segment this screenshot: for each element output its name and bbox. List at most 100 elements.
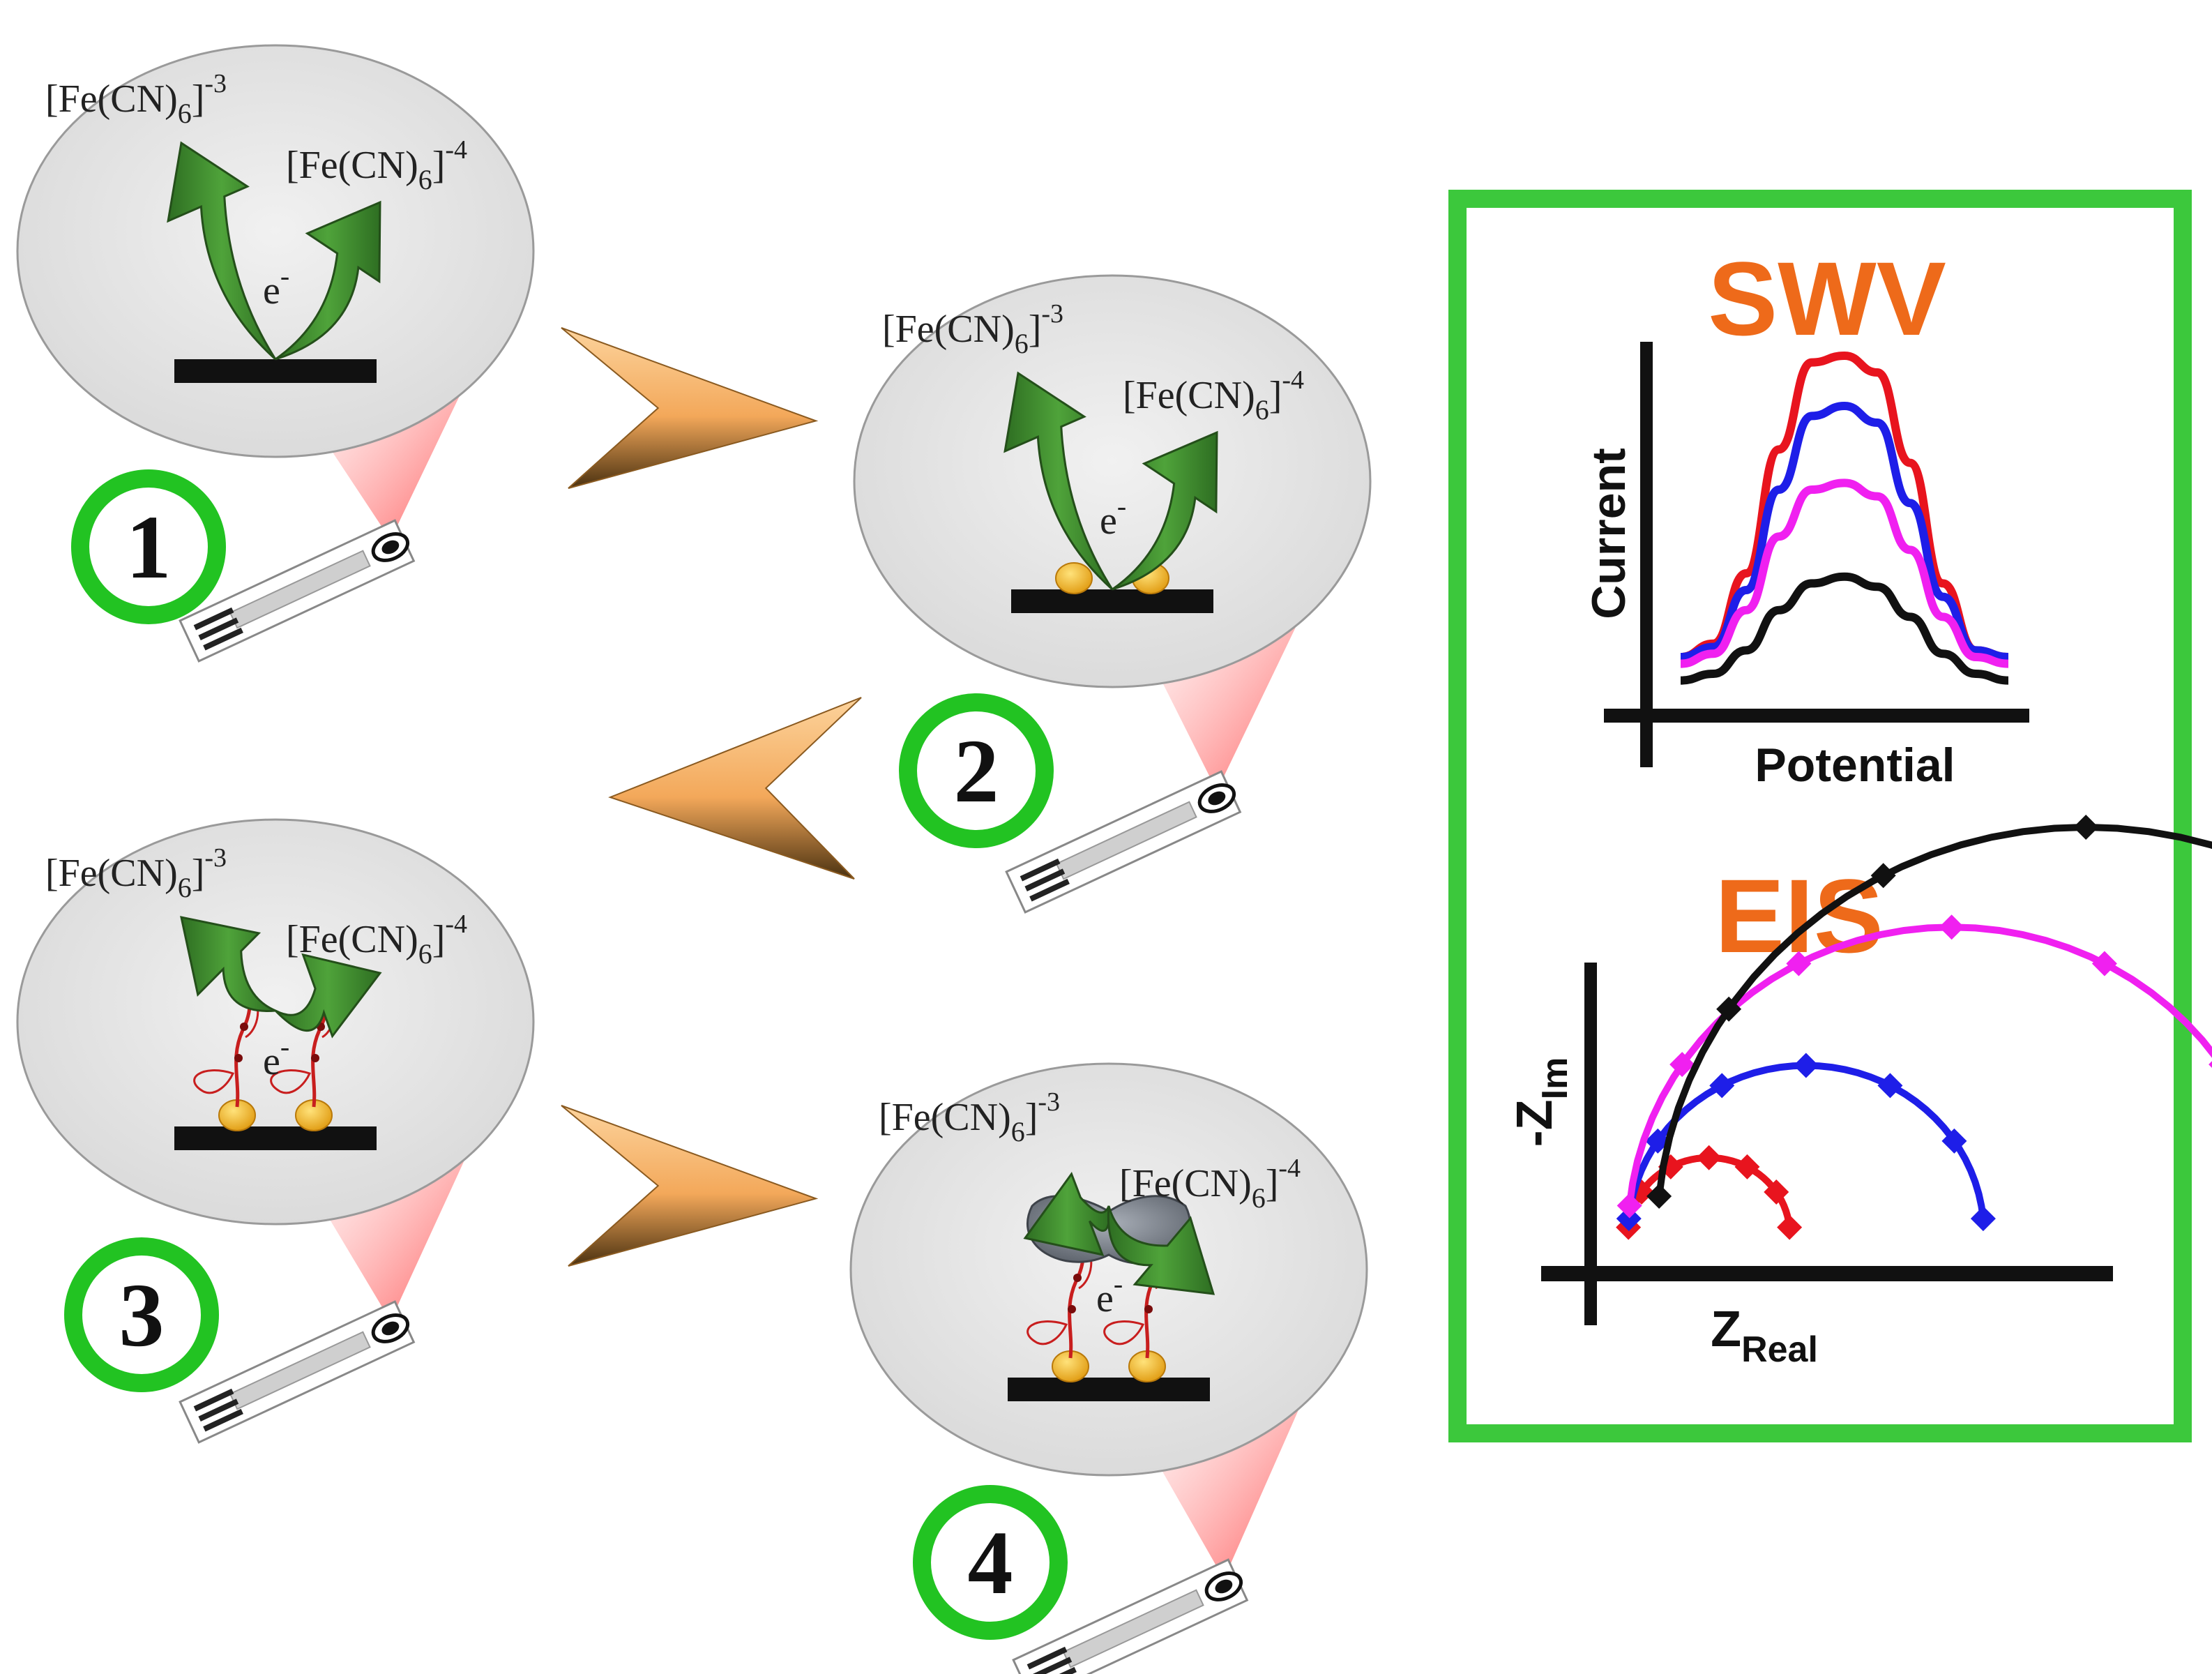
probe-loop xyxy=(270,1069,312,1094)
probe-loop xyxy=(1027,1320,1068,1345)
electrode-contact xyxy=(1036,1666,1077,1674)
flow-arrow-shape xyxy=(608,697,862,880)
eis-marker xyxy=(2091,951,2117,976)
ferricyanide-label: [Fe(CN)6]-3 xyxy=(879,1087,1060,1147)
reduction-arrow xyxy=(1112,430,1218,591)
probe-node xyxy=(1144,1305,1153,1313)
step-ring xyxy=(71,469,226,624)
step-1: e-[Fe(CN)6]-3[Fe(CN)6]-41 xyxy=(16,44,535,663)
step-ring xyxy=(899,693,1054,848)
electron-label: e- xyxy=(263,1031,289,1083)
gold-nanoparticle xyxy=(1055,562,1093,594)
electrode-contact xyxy=(1027,1646,1068,1670)
probe-node xyxy=(240,1023,248,1031)
flow-arrow-1-to-2 xyxy=(561,327,819,489)
flow-arrow-shape xyxy=(561,1105,819,1267)
eis-marker xyxy=(2209,1061,2212,1068)
eis-x-axis xyxy=(1541,1266,2113,1281)
electron-label: e- xyxy=(263,260,289,312)
reduction-arrow xyxy=(1107,1205,1215,1295)
ferricyanide-label: [Fe(CN)6]-3 xyxy=(882,299,1063,359)
screen-printed-electrode xyxy=(179,1300,416,1444)
electron-label: e- xyxy=(1096,1268,1123,1320)
zoom-bubble xyxy=(849,1062,1368,1477)
eis-marker xyxy=(1941,1128,1967,1154)
swv-x-label: Potential xyxy=(1755,739,1955,792)
swv-curve-3 xyxy=(1680,572,2009,685)
electrode-contact xyxy=(1029,878,1070,902)
screen-printed-electrode xyxy=(179,519,416,663)
oxidation-arrow xyxy=(180,916,276,1012)
step-number: 3 xyxy=(119,1265,165,1366)
step-4: e- [Fe(CN)6]-3 [Fe(CN)6]-4 4 xyxy=(849,1062,1368,1674)
eis-marker xyxy=(1764,1179,1789,1205)
oxidation-arrow xyxy=(1003,371,1114,591)
electrode-surface xyxy=(1008,1378,1210,1401)
eis-marker xyxy=(1870,863,1896,889)
swv-x-axis xyxy=(1604,709,2029,723)
eis-y-axis xyxy=(1584,963,1597,1325)
eis-marker xyxy=(1877,1073,1903,1099)
swv-y-label: Current xyxy=(1582,448,1635,619)
eis-marker xyxy=(1669,1052,1695,1078)
probe-loop xyxy=(1103,1320,1145,1345)
zoom-bubble xyxy=(16,44,535,458)
working-electrode-center xyxy=(1215,1579,1233,1594)
eis-marker xyxy=(1709,1073,1735,1099)
electron-label: e- xyxy=(1100,490,1126,543)
electrode-surface xyxy=(174,359,377,383)
step-number: 4 xyxy=(968,1513,1013,1613)
eis-marker xyxy=(1716,996,1742,1022)
ferrocyanide-label: [Fe(CN)6]-4 xyxy=(1119,1154,1301,1214)
working-electrode-center xyxy=(381,1321,400,1336)
electron-transfer-arrow-shape xyxy=(275,200,381,361)
swv-curve-2 xyxy=(1680,478,2009,668)
flow-arrow-3-to-4 xyxy=(561,1105,819,1267)
electron-transfer-arrow-shape xyxy=(180,916,276,1012)
electrode-contact xyxy=(203,1408,243,1432)
eis-marker xyxy=(1970,1206,1996,1232)
swv-title: SWV xyxy=(1708,240,1946,357)
eis-y-label: -ZIm xyxy=(1507,1057,1575,1147)
flow-arrow-2-to-3 xyxy=(608,697,862,880)
probe-node xyxy=(1073,1274,1082,1282)
probe-node xyxy=(1068,1305,1076,1313)
electrode-surface xyxy=(174,1126,377,1150)
reduction-arrow xyxy=(274,953,382,1039)
electron-transfer-arrow-shape xyxy=(1003,371,1114,591)
eis-marker xyxy=(1939,914,1964,940)
eis-marker xyxy=(1734,1154,1760,1179)
electrode-contact xyxy=(1024,868,1066,891)
electrode-contact xyxy=(198,1398,239,1422)
swv-y-axis xyxy=(1640,342,1653,767)
probe-node xyxy=(311,1054,319,1062)
electrode-contact xyxy=(193,1388,234,1412)
eis-marker xyxy=(1696,1145,1722,1170)
ferrocyanide-label: [Fe(CN)6]-4 xyxy=(1123,365,1304,425)
ferrocyanide-label: [Fe(CN)6]-4 xyxy=(286,135,467,195)
ferricyanide-label: [Fe(CN)6]-3 xyxy=(45,69,227,129)
electrode-contact xyxy=(193,607,234,631)
electrode-surface xyxy=(1011,589,1213,613)
step-ring xyxy=(913,1485,1068,1640)
eis-marker xyxy=(1793,1053,1819,1078)
step-ring xyxy=(64,1237,219,1392)
electron-transfer-arrow-shape xyxy=(1107,1205,1215,1295)
probe-node xyxy=(234,1054,243,1062)
step-2: e-[Fe(CN)6]-3[Fe(CN)6]-42 xyxy=(853,274,1372,914)
eis-marker xyxy=(1786,951,1812,976)
swv-curve-0 xyxy=(1680,352,2009,661)
electron-transfer-arrow-shape xyxy=(1112,430,1218,591)
zoom-bubble xyxy=(16,818,535,1226)
flow-arrow-shape xyxy=(561,327,819,489)
eis-marker xyxy=(2073,814,2099,840)
ferrocyanide-label: [Fe(CN)6]-4 xyxy=(286,910,467,970)
screen-printed-electrode xyxy=(1005,770,1242,914)
eis-marker xyxy=(1616,1193,1642,1219)
probe-loop xyxy=(193,1069,235,1094)
eis-x-label: ZReal xyxy=(1711,1302,1818,1370)
electrode-contact xyxy=(1020,858,1061,882)
working-electrode-center xyxy=(1208,791,1226,806)
eis-marker xyxy=(1646,1184,1672,1209)
